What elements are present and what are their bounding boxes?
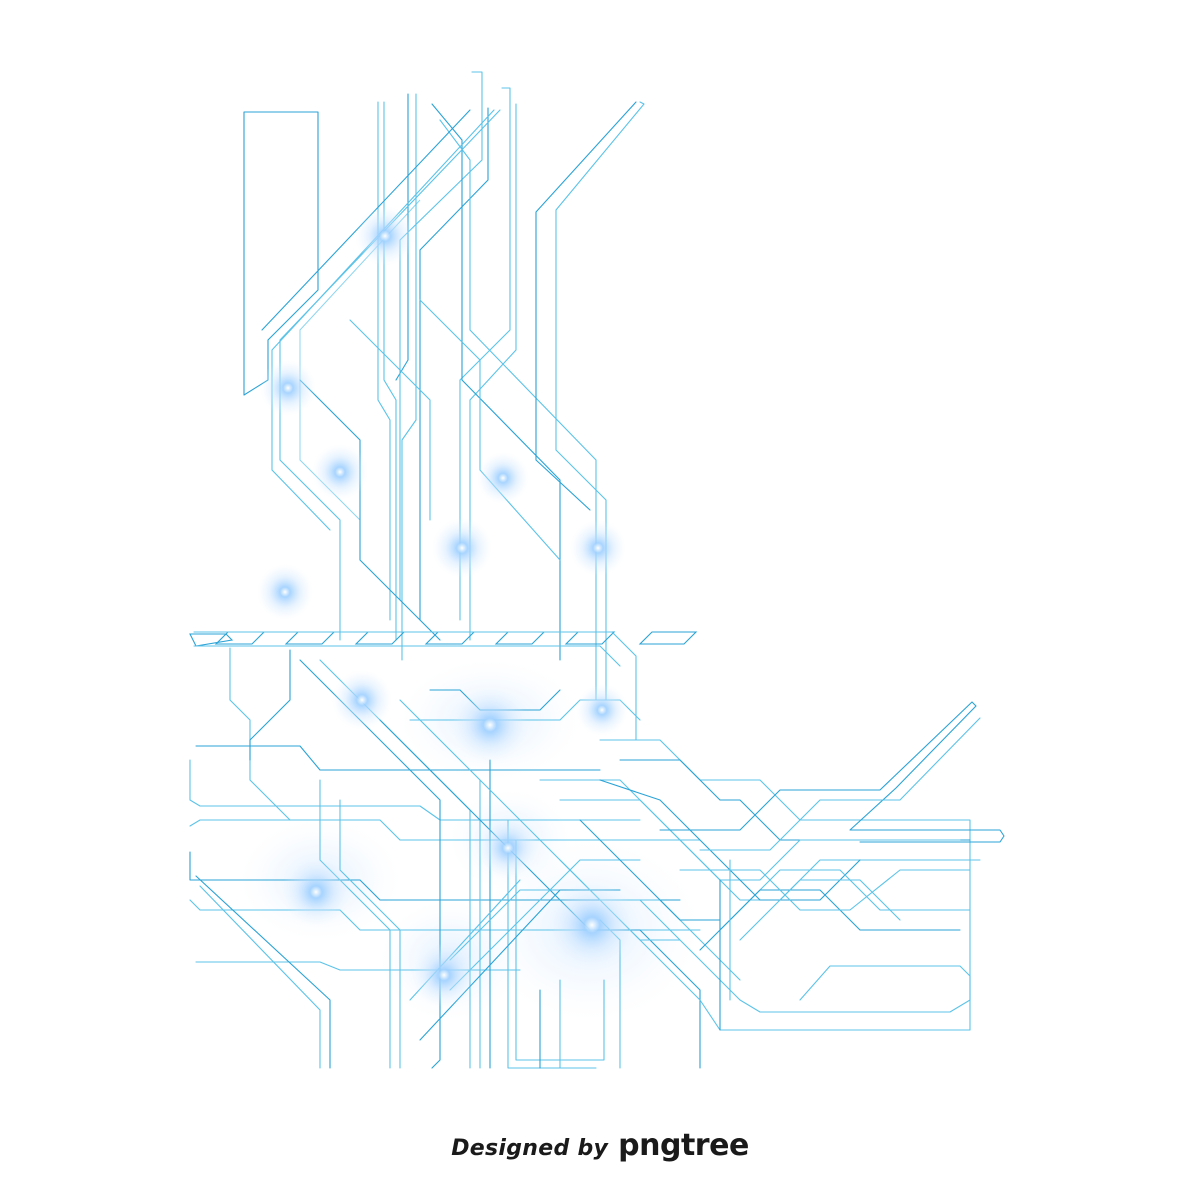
glow-nodes xyxy=(257,206,636,1007)
watermark-brand-logo: pngtree xyxy=(618,1128,749,1163)
watermark-prefix: Designed by xyxy=(451,1136,609,1161)
watermark: Designed by pngtree xyxy=(0,1128,1200,1178)
